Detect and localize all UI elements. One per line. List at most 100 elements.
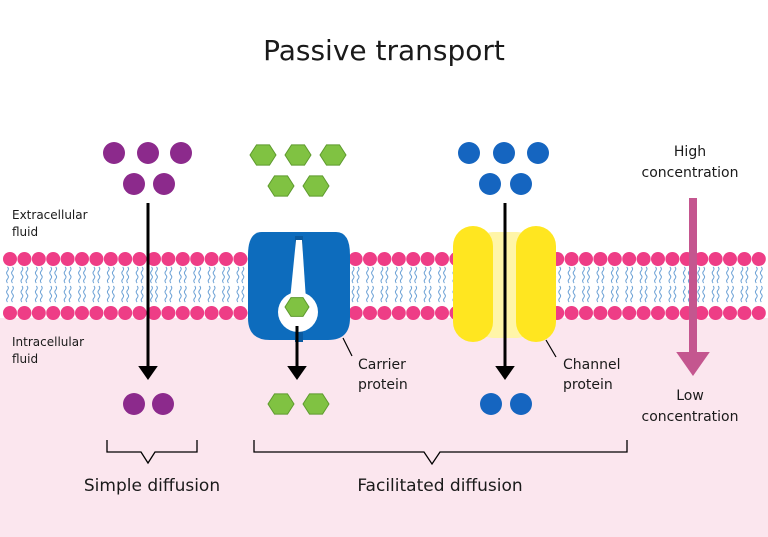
lipid-tail [615,285,619,303]
lipid-head [579,252,593,266]
lipid-tail [11,266,14,284]
carrier-molecule-above [267,175,295,197]
extracellular-fluid-label: Extracellular fluid [12,207,122,241]
lipid-tail [668,266,672,284]
lipid-tail [54,285,58,303]
lipid-tail [745,285,749,303]
lipid-tail [222,266,225,284]
lipid-tail [731,285,734,303]
carrier-molecule-above [249,144,277,166]
lipid-tail [625,285,629,303]
lipid-head [17,306,32,320]
lipid-tail [572,266,576,284]
lipid-tail [63,285,67,303]
lipid-tail [183,285,187,303]
channel-line-1: Channel [563,357,621,373]
lipid-tail [63,266,67,284]
lipid-head [377,252,392,266]
lipid-tail [164,285,168,303]
lipid-tail [150,285,153,303]
lipid-tail [644,285,648,303]
lipid-tail [212,285,216,303]
lipid-tail [193,285,197,303]
simple-diffusion-label: Simple diffusion [83,476,221,496]
lipid-tail [121,266,125,284]
lipid-tail [111,266,115,284]
simple-molecule-above [103,142,125,164]
lipid-tail [409,266,413,284]
lipid-tail [630,266,634,284]
lipid-head [651,306,665,320]
simple-diffusion-brace [106,440,198,465]
intracellular-fluid-label: Intracellular fluid [12,334,122,368]
lipid-tail [92,285,96,303]
lipid-tail [601,285,605,303]
lipid-tail [97,285,101,303]
lipid-head [233,252,248,266]
lipid-tail [740,266,744,284]
lipid-head [3,252,17,266]
lipid-tail [49,266,53,284]
lipid-tail [702,285,706,303]
lipid-head [607,252,622,266]
lipid-head [377,306,392,320]
channel-protein-right-half [516,226,556,342]
lipid-tail [39,266,43,284]
carrier-protein-label: Carrier protein [358,355,438,395]
lipid-head [694,306,709,320]
channel-protein-left-half [453,226,493,342]
intracellular-region [0,318,768,537]
lipid-head [564,252,579,266]
lipid-tail [78,285,81,303]
lipid-head [103,306,118,320]
facilitated-diffusion-brace [253,440,628,466]
carrier-molecule-below [302,393,330,415]
lipid-head [175,306,190,320]
lipid-tail [68,285,72,303]
lipid-tail [83,285,86,303]
lipid-tail [428,285,432,303]
carrier-line-2: protein [358,377,408,393]
intracellular-line-2: fluid [12,352,39,366]
lipid-head [420,306,435,320]
lipid-tail [596,266,600,284]
lipid-tail [111,285,115,303]
lipid-head [406,252,421,266]
lipid-head [363,252,377,266]
lipid-tail [68,266,72,284]
lipid-tail [106,285,110,303]
lipid-tail [625,266,629,284]
lipid-tail [169,266,173,284]
lipid-tail [726,285,729,303]
lipid-tail [155,285,158,303]
lipid-head [363,306,377,320]
lipid-tail [615,266,619,284]
lipid-tail [236,266,240,284]
lipid-tail [385,285,389,303]
lipid-tail [601,266,605,284]
lipid-head [636,306,651,320]
channel-molecule-above [527,142,549,164]
low-concentration-label: Low concentration [630,386,750,428]
carrier-protein-icon [248,232,350,342]
lipid-tail [121,285,125,303]
lipid-tail [697,266,701,284]
lipid-tail [754,285,758,303]
lipid-head [579,306,593,320]
lipid-tail [83,266,86,284]
channel-molecule-above [458,142,480,164]
lipid-head [348,306,363,320]
lipid-tail [135,285,139,303]
lipid-head [708,252,723,266]
carrier-arrow-head [287,366,307,380]
low-line-1: Low [676,388,704,404]
lipid-head [406,306,421,320]
lipid-tail [423,266,427,284]
lipid-tail [6,266,9,284]
lipid-tail [207,285,211,303]
lipid-tail [673,285,677,303]
channel-line-2: protein [563,377,613,393]
lipid-head [391,306,406,320]
lipid-tail [25,285,29,303]
lipid-tail [582,266,585,284]
